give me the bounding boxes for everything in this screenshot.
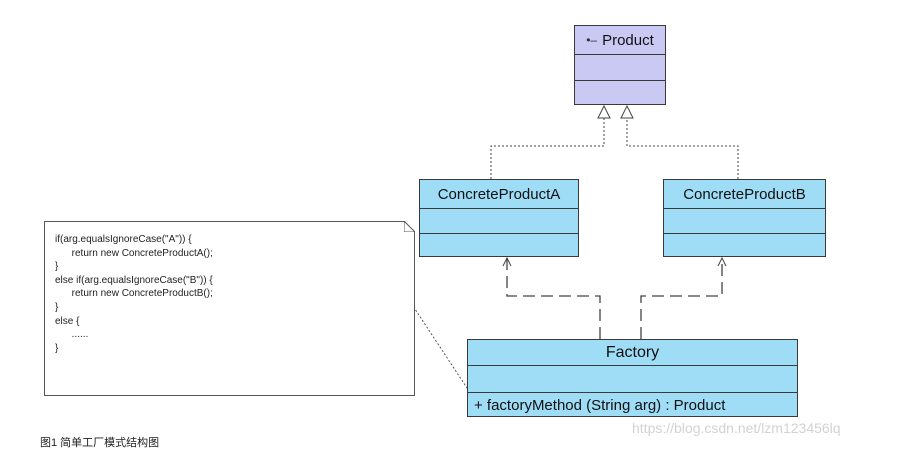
note-line: return new ConcreteProductB(); <box>55 288 213 300</box>
dependency-arrowhead-b <box>717 256 727 267</box>
concrete-product-a-operations <box>420 234 578 258</box>
factory-method-operation: + factoryMethod (String arg) : Product <box>474 397 726 414</box>
code-note[interactable]: if(arg.equalsIgnoreCase("A")) { return n… <box>44 221 415 396</box>
factory-attributes <box>468 366 797 393</box>
realization-arrowhead-b <box>620 104 634 119</box>
note-line: else { <box>55 315 80 327</box>
product-class-header: •– Product <box>575 26 665 55</box>
concrete-product-a-name: ConcreteProductA <box>437 185 561 203</box>
factory-class[interactable]: Factory + factoryMethod (String arg) : P… <box>467 339 798 417</box>
concrete-product-b-name: ConcreteProductB <box>683 185 806 203</box>
concrete-product-b-class[interactable]: ConcreteProductB <box>663 179 826 257</box>
note-line: if(arg.equalsIgnoreCase("A")) { <box>55 234 192 245</box>
note-folded-corner <box>404 221 415 232</box>
concrete-product-a-attributes <box>420 209 578 234</box>
concrete-product-b-header: ConcreteProductB <box>664 180 825 209</box>
concrete-product-a-header: ConcreteProductA <box>420 180 578 209</box>
product-class[interactable]: •– Product <box>574 25 666 105</box>
factory-name: Factory <box>605 343 660 361</box>
concrete-product-a-class[interactable]: ConcreteProductA <box>419 179 579 257</box>
dependency-arrowhead-a <box>502 256 512 267</box>
note-code-text: if(arg.equalsIgnoreCase("A")) { return n… <box>55 233 213 355</box>
note-line: ...... <box>55 329 89 341</box>
concrete-product-b-attributes <box>664 209 825 234</box>
product-class-name: Product <box>602 31 654 49</box>
note-line: return new ConcreteProductA(); <box>55 247 213 259</box>
note-line: } <box>55 342 59 354</box>
figure-caption: 图1 简单工厂模式结构图 <box>40 437 160 449</box>
concrete-product-b-operations <box>664 234 825 258</box>
note-line: } <box>55 261 59 273</box>
dependency-line-b <box>640 258 723 339</box>
realization-arrowhead-a <box>597 104 611 119</box>
watermark: https://blog.csdn.net/lzm123456lq <box>632 420 841 436</box>
dependency-line-a <box>506 258 601 339</box>
note-anchor-line <box>408 299 470 392</box>
realization-line-b <box>626 118 739 179</box>
product-operations <box>575 81 665 106</box>
note-line: } <box>55 301 59 313</box>
realization-line-a <box>490 118 605 179</box>
interface-icon: •– <box>586 33 598 47</box>
note-line: else if(arg.equalsIgnoreCase("B")) { <box>55 274 213 286</box>
product-attributes <box>575 55 665 81</box>
factory-header: Factory <box>468 340 797 366</box>
